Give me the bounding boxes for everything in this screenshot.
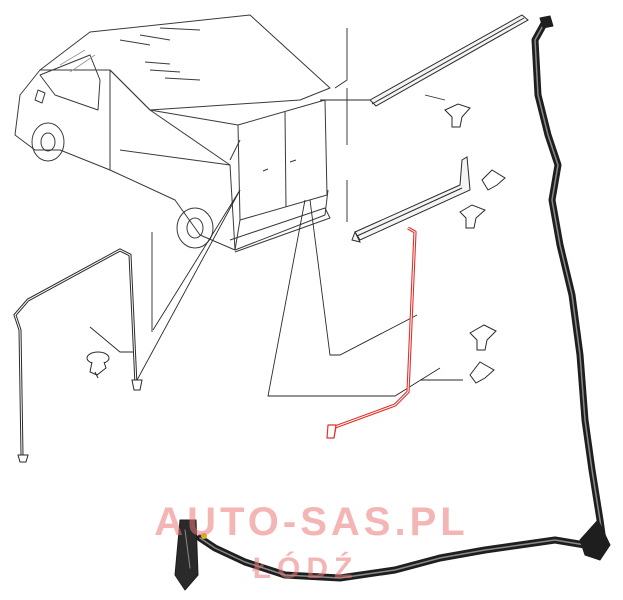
push-pin-clip	[86, 351, 110, 379]
upper-trim-strip	[369, 14, 529, 107]
van-illustration	[14, 14, 331, 253]
highlighted-seal-part	[326, 226, 417, 439]
middle-trim-strip	[351, 156, 471, 243]
door-seal-main	[174, 15, 611, 591]
clip-5	[469, 361, 495, 384]
leader-lines	[89, 28, 463, 397]
watermark-line-2: ŁÓDŹ	[252, 552, 359, 585]
clip-2	[481, 169, 506, 191]
clip-4	[469, 324, 497, 351]
watermark-line-1: AUTO-SAS.PL	[154, 500, 469, 544]
clip-3	[459, 204, 486, 229]
door-seal-left	[13, 248, 143, 463]
clip-1	[444, 103, 471, 128]
